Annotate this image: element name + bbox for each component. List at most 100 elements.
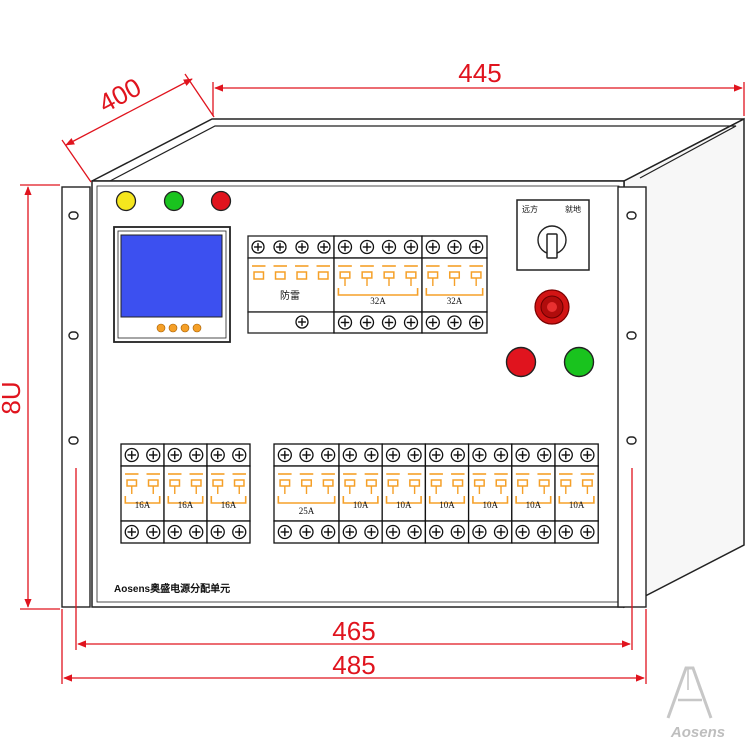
- terminal-screw: [210, 447, 225, 463]
- terminal-screw: [469, 315, 484, 330]
- terminal-screw: [359, 315, 375, 330]
- brand-logo: Aosens: [666, 666, 725, 741]
- terminal-screw: [342, 524, 357, 540]
- breaker-rating-label: 16A: [221, 500, 237, 510]
- breaker-rating-label: 25A: [299, 506, 315, 516]
- meter-screen: [120, 234, 223, 318]
- breaker-rating-label: 10A: [396, 500, 412, 510]
- circuit-breaker: 16A: [120, 443, 165, 544]
- terminal-screw: [321, 524, 336, 540]
- selector-right-label: 就地: [565, 204, 581, 214]
- stop-button-red[interactable]: [505, 346, 537, 378]
- start-button-green[interactable]: [563, 346, 595, 378]
- terminal-screw: [124, 524, 139, 540]
- breaker-rating-label: 10A: [439, 500, 455, 510]
- terminal-screw: [364, 524, 379, 540]
- terminal-screw: [189, 524, 204, 540]
- circuit-breaker: 32A: [421, 235, 488, 334]
- terminal-screw: [295, 240, 309, 254]
- lower-right-breakers: 25A 10A 10A 10A 10A 10A 10A: [273, 443, 599, 544]
- circuit-breaker: 10A: [424, 443, 470, 544]
- terminal-screw: [359, 239, 375, 255]
- terminal-screw: [167, 524, 182, 540]
- terminal-screw: [321, 447, 336, 463]
- breaker-rating-label: 10A: [482, 500, 498, 510]
- terminal-screw: [317, 240, 331, 254]
- terminal-screw: [580, 447, 595, 463]
- circuit-breaker: 10A: [338, 443, 383, 544]
- terminal-screw: [273, 240, 287, 254]
- selector-left-label: 远方: [522, 204, 538, 214]
- terminal-screw: [277, 447, 292, 463]
- dimension-lines: [20, 73, 745, 684]
- circuit-breaker: 16A: [206, 443, 251, 544]
- terminal-screw: [146, 524, 161, 540]
- selector-knob[interactable]: [546, 233, 558, 259]
- terminal-screw: [472, 447, 487, 463]
- terminal-screw: [425, 315, 440, 330]
- terminal-screw: [232, 447, 247, 463]
- breaker-rating-label: 16A: [178, 500, 194, 510]
- dimension-width-total-label: 485: [332, 650, 375, 680]
- terminal-screw: [210, 524, 225, 540]
- terminal-screw: [403, 315, 419, 330]
- terminal-screw: [537, 524, 552, 540]
- terminal-screw: [407, 447, 422, 463]
- circuit-breaker: 16A: [163, 443, 208, 544]
- breaker-rating-label: 10A: [569, 500, 585, 510]
- emergency-stop-button[interactable]: [534, 289, 570, 325]
- terminal-screw: [515, 447, 530, 463]
- terminal-screw: [447, 315, 462, 330]
- terminal-screw: [403, 239, 419, 255]
- circuit-breaker: 32A: [333, 235, 423, 334]
- upper-breaker-block: 防雷 32A 32A: [247, 235, 488, 334]
- dimension-depth-label: 400: [94, 72, 146, 119]
- terminal-screw: [146, 447, 161, 463]
- dimension-width-mount-label: 465: [332, 616, 375, 646]
- terminal-screw: [299, 447, 314, 463]
- meter-button[interactable]: [156, 323, 166, 333]
- meter-button[interactable]: [180, 323, 190, 333]
- meter-button[interactable]: [168, 323, 178, 333]
- dimension-height-label: 8U: [0, 381, 26, 414]
- circuit-breaker: 10A: [554, 443, 599, 544]
- indicator-lamps: [115, 190, 232, 212]
- indicator-lamp-green: [163, 190, 185, 212]
- surge-protector: 防雷: [247, 235, 335, 334]
- terminal-screw: [364, 447, 379, 463]
- terminal-screw: [515, 524, 530, 540]
- surge-protector-label: 防雷: [280, 289, 300, 302]
- indicator-lamp-red: [210, 190, 232, 212]
- brand-logo-text: Aosens: [670, 724, 725, 741]
- nameplate: Aosens奥盛电源分配单元: [114, 582, 230, 595]
- digital-meter: [113, 226, 231, 343]
- terminal-screw: [385, 524, 401, 540]
- indicator-lamp-yellow: [115, 190, 137, 212]
- terminal-screw: [124, 447, 139, 463]
- terminal-screw: [385, 447, 401, 463]
- circuit-breaker: 25A: [273, 443, 340, 544]
- cabinet-top-inner-edge: [109, 125, 737, 182]
- terminal-screw: [337, 315, 353, 330]
- breaker-rating-label: 10A: [353, 500, 369, 510]
- terminal-screw: [425, 239, 440, 255]
- terminal-screw: [469, 239, 484, 255]
- breaker-rating-label: 16A: [135, 500, 151, 510]
- terminal-screw: [537, 447, 552, 463]
- breaker-rating-label: 32A: [370, 296, 386, 306]
- terminal-screw: [381, 315, 397, 330]
- meter-button[interactable]: [192, 323, 202, 333]
- terminal-screw: [580, 524, 595, 540]
- terminal-screw: [299, 524, 314, 540]
- terminal-screw: [337, 239, 353, 255]
- breaker-rating-label: 32A: [447, 296, 463, 306]
- terminal-screw: [429, 447, 444, 463]
- terminal-screw: [493, 447, 509, 463]
- terminal-screw: [450, 524, 465, 540]
- terminal-screw: [447, 239, 462, 255]
- breaker-rating-label: 10A: [526, 500, 542, 510]
- terminal-screw: [407, 524, 422, 540]
- terminal-screw: [251, 240, 265, 254]
- selector-switch: 远方 就地: [516, 199, 590, 271]
